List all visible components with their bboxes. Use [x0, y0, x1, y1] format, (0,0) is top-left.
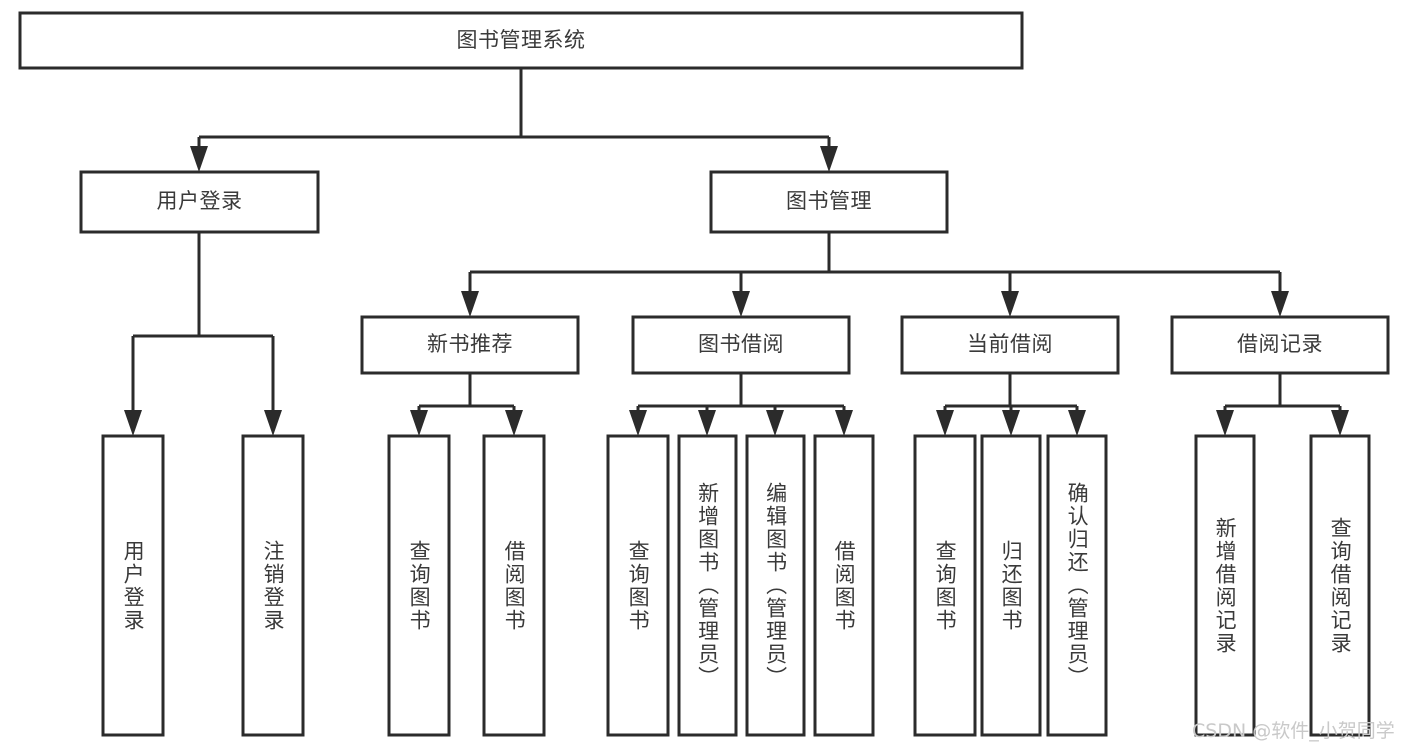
arrow-head-icon	[461, 291, 479, 317]
node-leaf-9[interactable]	[980, 434, 1042, 737]
node-leaf-1[interactable]	[241, 434, 305, 737]
arrow-head-icon	[264, 410, 282, 436]
node-leaf-10[interactable]	[1046, 434, 1108, 737]
node-leaf-8[interactable]	[913, 434, 977, 737]
node-leaf-11[interactable]	[1194, 434, 1256, 737]
node-leaf-6[interactable]	[745, 434, 806, 737]
arrow-head-icon	[1002, 410, 1020, 436]
node-level3-1[interactable]	[631, 315, 851, 375]
node-level2-0[interactable]	[79, 170, 320, 234]
node-level3-2[interactable]	[900, 315, 1120, 375]
arrow-head-icon	[936, 410, 954, 436]
arrow-head-icon	[1068, 410, 1086, 436]
arrow-head-icon	[124, 410, 142, 436]
node-root[interactable]	[18, 11, 1024, 70]
arrow-head-icon	[1001, 291, 1019, 317]
node-level3-0[interactable]	[360, 315, 580, 375]
arrow-head-icon	[835, 410, 853, 436]
node-leaf-0[interactable]	[101, 434, 165, 737]
arrow-head-icon	[1331, 410, 1349, 436]
arrow-head-icon	[1271, 291, 1289, 317]
arrow-head-icon	[505, 410, 523, 436]
arrow-head-icon	[410, 410, 428, 436]
arrow-head-icon	[698, 410, 716, 436]
arrow-head-icon	[629, 410, 647, 436]
node-leaf-12[interactable]	[1309, 434, 1371, 737]
node-level2-1[interactable]	[709, 170, 949, 234]
node-leaf-7[interactable]	[813, 434, 875, 737]
arrow-head-icon	[732, 291, 750, 317]
node-level3-3[interactable]	[1170, 315, 1390, 375]
connector-layer	[124, 68, 1349, 436]
arrow-head-icon	[766, 410, 784, 436]
node-leaf-4[interactable]	[606, 434, 670, 737]
node-leaf-3[interactable]	[482, 434, 546, 737]
arrow-head-icon	[190, 146, 208, 172]
arrow-head-icon	[820, 146, 838, 172]
node-box-layer	[18, 11, 1390, 737]
arrow-head-icon	[1216, 410, 1234, 436]
node-leaf-5[interactable]	[677, 434, 738, 737]
node-leaf-2[interactable]	[387, 434, 451, 737]
